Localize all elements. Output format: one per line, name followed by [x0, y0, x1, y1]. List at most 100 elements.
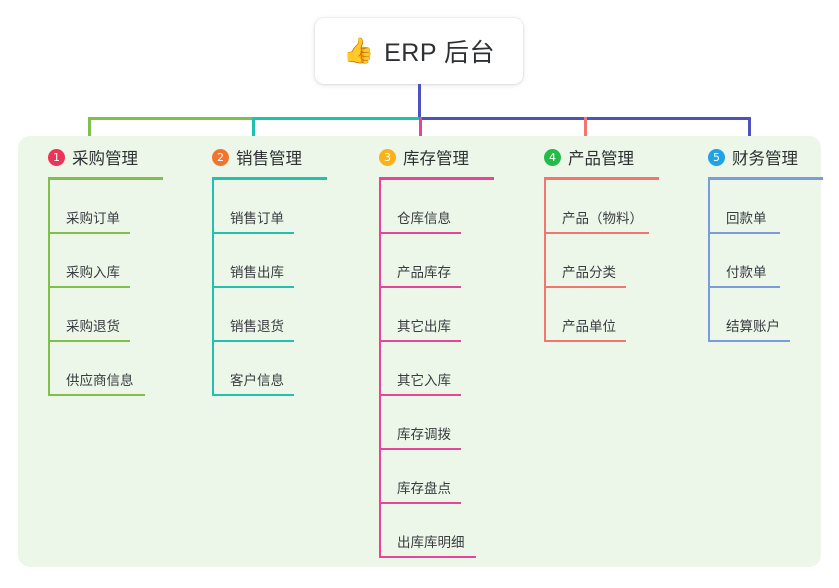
connector-drop-5: [748, 117, 751, 150]
leaf-item[interactable]: 采购订单: [48, 180, 130, 234]
leaf-item-rule: [708, 286, 780, 288]
column-header-rule-2: [212, 177, 327, 180]
column-header-rule-4: [544, 177, 659, 180]
leaf-item-rule: [708, 340, 790, 342]
leaf-item-label: 产品库存: [397, 265, 451, 280]
column-badge-4: 4: [544, 148, 561, 166]
connector-drop-3: [419, 117, 422, 150]
leaf-item-rule: [708, 232, 780, 234]
root-title: ERP 后台: [384, 39, 496, 67]
leaf-item[interactable]: 销售出库: [212, 234, 294, 288]
leaf-item[interactable]: 出库库明细: [379, 504, 476, 558]
column-title-1: 采购管理: [72, 150, 138, 168]
leaf-item[interactable]: 仓库信息: [379, 180, 461, 234]
branch-panel: [18, 136, 821, 567]
leaf-item-rule: [379, 232, 461, 234]
column-title-4: 产品管理: [568, 150, 634, 168]
column-header-rule-5: [708, 177, 823, 180]
connector-drop-1: [88, 117, 91, 150]
leaf-item[interactable]: 库存盘点: [379, 450, 461, 504]
leaf-item-rule: [379, 394, 461, 396]
column-title-5: 财务管理: [732, 150, 798, 168]
leaf-item-rule: [212, 394, 294, 396]
leaf-item[interactable]: 结算账户: [708, 288, 790, 342]
leaf-item[interactable]: 供应商信息: [48, 342, 145, 396]
column-badge-2: 2: [212, 148, 229, 166]
column-badge-5: 5: [708, 148, 725, 166]
leaf-item-label: 库存盘点: [397, 481, 451, 496]
leaf-item[interactable]: 其它出库: [379, 288, 461, 342]
connector-drop-2: [252, 117, 255, 150]
leaf-item[interactable]: 付款单: [708, 234, 780, 288]
leaf-item-rule: [379, 556, 476, 558]
column-header-2[interactable]: 2 销售管理: [190, 144, 302, 170]
leaf-item-label: 销售订单: [230, 211, 284, 226]
column-header-4[interactable]: 4 产品管理: [522, 144, 634, 170]
leaf-item-rule: [379, 502, 461, 504]
leaf-item-rule: [544, 286, 626, 288]
leaf-item[interactable]: 其它入库: [379, 342, 461, 396]
column-5: 5 财务管理回款单付款单结算账户: [686, 144, 823, 342]
leaf-item-rule: [379, 448, 461, 450]
column-header-1[interactable]: 1 采购管理: [26, 144, 138, 170]
column-spine-4: [544, 180, 546, 342]
leaf-item-rule: [544, 340, 626, 342]
column-4: 4 产品管理产品（物料） 产品分类产品单位: [522, 144, 659, 342]
leaf-item-rule: [212, 286, 294, 288]
column-spine-1: [48, 180, 50, 396]
leaf-item-label: 供应商信息: [66, 373, 134, 388]
leaf-item[interactable]: 产品分类: [544, 234, 626, 288]
column-2: 2 销售管理销售订单销售出库销售退货客户信息: [190, 144, 327, 396]
column-header-5[interactable]: 5 财务管理: [686, 144, 798, 170]
column-badge-3: 3: [379, 148, 396, 166]
leaf-item-label: 采购入库: [66, 265, 120, 280]
leaf-item-rule: [379, 286, 461, 288]
leaf-item-label: 采购退货: [66, 319, 120, 334]
column-spine-3: [379, 180, 381, 558]
thumbs-up-icon: 👍: [342, 36, 375, 65]
leaf-item-rule: [48, 286, 130, 288]
column-3: 3 库存管理仓库信息产品库存其它出库其它入库库存调拨库存盘点出库库明细: [357, 144, 494, 558]
leaf-item-label: 产品分类: [562, 265, 616, 280]
connector-bus-segment-1: [88, 117, 255, 120]
leaf-item-label: 销售出库: [230, 265, 284, 280]
leaf-item-rule: [212, 340, 294, 342]
column-spine-5: [708, 180, 710, 342]
column-1: 1 采购管理采购订单采购入库采购退货供应商信息: [26, 144, 163, 396]
leaf-item[interactable]: 销售退货: [212, 288, 294, 342]
column-spine-2: [212, 180, 214, 396]
leaf-item-rule: [379, 340, 461, 342]
leaf-item-rule: [48, 394, 145, 396]
leaf-item[interactable]: 产品（物料）: [544, 180, 649, 234]
leaf-item[interactable]: 回款单: [708, 180, 780, 234]
leaf-item-label: 销售退货: [230, 319, 284, 334]
root-node[interactable]: 👍 ERP 后台: [315, 18, 523, 84]
leaf-item[interactable]: 客户信息: [212, 342, 294, 396]
leaf-item[interactable]: 销售订单: [212, 180, 294, 234]
leaf-item-rule: [544, 232, 649, 234]
leaf-item-label: 付款单: [726, 265, 767, 280]
leaf-item-label: 库存调拨: [397, 427, 451, 442]
leaf-item[interactable]: 库存调拨: [379, 396, 461, 450]
leaf-item[interactable]: 产品库存: [379, 234, 461, 288]
leaf-item[interactable]: 采购入库: [48, 234, 130, 288]
column-header-3[interactable]: 3 库存管理: [357, 144, 469, 170]
column-header-rule-3: [379, 177, 494, 180]
leaf-item[interactable]: 产品单位: [544, 288, 626, 342]
leaf-item-label: 出库库明细: [397, 535, 465, 550]
connector-trunk: [418, 84, 421, 119]
column-title-3: 库存管理: [403, 150, 469, 168]
leaf-item[interactable]: 采购退货: [48, 288, 130, 342]
column-header-rule-1: [48, 177, 163, 180]
leaf-item-rule: [48, 340, 130, 342]
connector-drop-4: [584, 117, 587, 150]
leaf-item-label: 仓库信息: [397, 211, 451, 226]
leaf-item-label: 采购订单: [66, 211, 120, 226]
column-badge-1: 1: [48, 148, 65, 166]
leaf-item-label: 其它入库: [397, 373, 451, 388]
leaf-item-label: 结算账户: [726, 319, 780, 334]
connector-bus-segment-2: [252, 117, 422, 120]
leaf-item-rule: [48, 232, 130, 234]
column-title-2: 销售管理: [236, 150, 302, 168]
leaf-item-label: 产品（物料）: [562, 211, 643, 226]
